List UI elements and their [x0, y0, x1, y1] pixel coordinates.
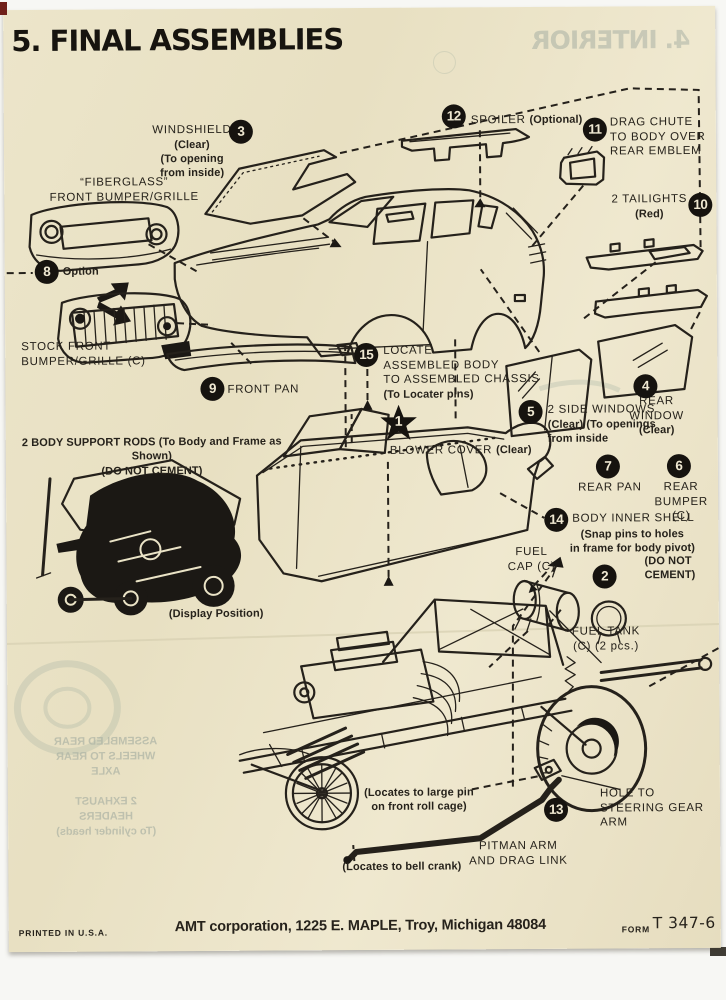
label-locate-body-name: LOCATE ASSEMBLED BODY TO ASSEMBLED CHASS… — [383, 344, 540, 387]
label-blower-cover-note: (Clear) — [496, 443, 532, 457]
step-badge-7: 7 — [595, 454, 621, 479]
footer-form-number: T 347-6 — [652, 913, 716, 933]
label-drag-chute: DRAG CHUTE TO BODY OVER REAR EMBLEM — [610, 115, 720, 160]
label-drag-chute-name: DRAG CHUTE TO BODY OVER REAR EMBLEM — [609, 115, 706, 158]
label-blower-cover-name: BLOWER COVER — [389, 444, 497, 457]
label-stock-bumper: STOCK FRONT BUMPER/GRILLE (C) — [21, 339, 181, 369]
label-option: Option — [63, 265, 99, 280]
step-badge-5: 5 — [518, 399, 543, 425]
step-badge-11: 11 — [582, 117, 607, 142]
label-display-position-note: (Display Position) — [168, 607, 264, 621]
label-support-rods: 2 BODY SUPPORT RODS (To Body and Frame a… — [16, 434, 288, 479]
step-badge-8: 8 — [34, 259, 59, 284]
step-star-1: 1 — [380, 405, 418, 443]
footer-printed-in-usa: PRINTED IN U.S.A. — [18, 927, 108, 939]
label-stock-bumper-name: STOCK FRONT BUMPER/GRILLE (C) — [21, 340, 146, 368]
step-badge-13: 13 — [543, 797, 569, 822]
label-front-pan-name: FRONT PAN — [227, 383, 300, 396]
step-badge-3: 3 — [228, 119, 253, 144]
page-title: 5. FINAL ASSEMBLIES — [11, 22, 344, 59]
label-rear-window-name: REAR WINDOW — [629, 395, 684, 423]
label-bell-crank: (Locates to bell crank) — [342, 859, 461, 874]
label-rear-window-note: (Clear) — [638, 424, 675, 437]
label-taillights: 2 TAILIGHTS (Red) — [611, 192, 687, 221]
label-inner-shell-note-text: (Snap pins to holes in frame for body pi… — [569, 528, 696, 556]
label-support-rods-note2: (DO NOT CEMENT) — [101, 464, 203, 478]
label-taillights-note: (Red) — [635, 207, 664, 221]
star-number: 1 — [394, 412, 403, 429]
label-inner-shell-caution: (DO NOT CEMENT) — [644, 554, 720, 583]
step-badge-9: 9 — [200, 376, 225, 401]
label-pitman-arm-name: PITMAN ARM AND DRAG LINK — [469, 839, 568, 868]
label-spoiler: SPOILER (Optional) — [471, 110, 583, 129]
label-display-position: (Display Position) — [169, 607, 264, 622]
label-blower-cover: BLOWER COVER (Clear) — [390, 440, 540, 459]
label-fiberglass-bumper-name: “FIBERGLASS” FRONT BUMPER/GRILLE — [49, 176, 199, 204]
instruction-sheet: 4. INTERIOR ASSEMBLED REAR WHEELS TO REA… — [3, 5, 721, 953]
label-inner-shell-caution-text: (DO NOT CEMENT) — [644, 554, 696, 582]
step-badge-4: 4 — [633, 374, 658, 399]
label-fuel-tank-name: FUEL TANK (C) (2 pcs.) — [571, 625, 641, 653]
step-badge-15: 15 — [354, 342, 379, 368]
label-steering-hole-name: HOLE TO STEERING GEAR ARM — [599, 787, 704, 829]
label-locate-pin: (Locates to large pin on front roll cage… — [352, 785, 486, 814]
step-badge-10: 10 — [688, 192, 713, 218]
label-support-rods-note: 2 BODY SUPPORT RODS (To Body and Frame a… — [21, 435, 282, 463]
step-badge-12: 12 — [441, 104, 466, 129]
label-inner-shell: BODY INNER SHELL — [572, 511, 721, 527]
label-fuel-cap-name: FUEL CAP (C) — [507, 545, 556, 573]
footer-form-label: FORM — [621, 924, 651, 935]
label-locate-body: LOCATE ASSEMBLED BODY TO ASSEMBLED CHASS… — [383, 343, 553, 402]
label-fiberglass-bumper: “FIBERGLASS” FRONT BUMPER/GRILLE — [34, 175, 214, 206]
scan-corner-mark — [0, 2, 7, 15]
label-inner-shell-note: (Snap pins to holes in frame for body pi… — [556, 527, 708, 557]
label-inner-shell-name: BODY INNER SHELL — [572, 511, 695, 525]
diagram-artwork — [3, 50, 721, 865]
leader-dashed-lines — [6, 87, 720, 862]
step-badge-2: 2 — [592, 564, 617, 589]
label-rear-window: REAR WINDOW (Clear) — [621, 394, 691, 438]
label-windshield-name: WINDSHIELD — [152, 123, 232, 137]
sheet-content: 4. INTERIOR ASSEMBLED REAR WHEELS TO REA… — [3, 6, 721, 952]
label-front-pan: FRONT PAN — [227, 382, 299, 397]
label-fuel-tank: FUEL TANK (C) (2 pcs.) — [559, 624, 653, 654]
exploded-view-ink — [28, 127, 713, 865]
bleedthrough-shapes — [13, 50, 621, 756]
label-rear-pan: REAR PAN — [578, 480, 642, 495]
label-option-note: Option — [62, 265, 99, 278]
scan-edge-shadow — [710, 947, 726, 956]
label-pitman-arm: PITMAN ARM AND DRAG LINK — [460, 839, 576, 869]
footer-address: AMT corporation, 1225 E. MAPLE, Troy, Mi… — [174, 916, 547, 936]
label-spoiler-note: (Optional) — [529, 113, 583, 126]
step-badge-14: 14 — [544, 507, 569, 532]
label-fuel-cap: FUEL CAP (C) — [500, 545, 562, 575]
label-spoiler-name: SPOILER — [470, 113, 530, 127]
label-bell-crank-note: (Locates to bell crank) — [342, 860, 462, 874]
label-windshield: WINDSHIELD (Clear) (To opening from insi… — [144, 123, 240, 181]
label-steering-hole: HOLE TO STEERING GEAR ARM — [600, 786, 721, 831]
label-taillights-name: 2 TAILIGHTS — [611, 193, 688, 206]
step-badge-6: 6 — [666, 453, 691, 479]
label-rear-pan-name: REAR PAN — [578, 481, 642, 494]
label-locate-pin-note: (Locates to large pin on front roll cage… — [364, 786, 474, 814]
